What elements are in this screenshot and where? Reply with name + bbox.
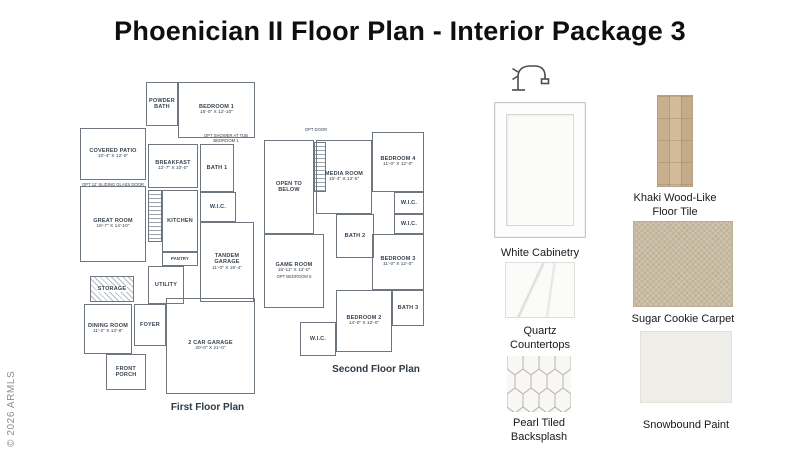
room-bedroom-3: BEDROOM 3 11'-0" X 12'-0"	[372, 234, 424, 290]
room-wic-b: W.I.C.	[394, 214, 424, 234]
room-dining-room: DINING ROOM 11'-2" X 13'-8"	[84, 304, 132, 354]
snowbound-paint-swatch	[640, 331, 732, 403]
note-sliding-glass-door: OPT 12' SLIDING GLASS DOOR	[82, 182, 144, 187]
room-storage: STORAGE	[90, 276, 134, 302]
room-bath-1: BATH 1	[200, 144, 234, 192]
room-great-room: GREAT ROOM 19'-7" X 14'-10"	[80, 186, 146, 262]
room-front-porch: FRONT PORCH	[106, 354, 146, 390]
room-tandem-garage: TANDEM GARAGE 11'-0" X 19'-4"	[200, 222, 254, 302]
quartz-countertop-label: Quartz Countertops	[510, 325, 570, 352]
page-title: Phoenician II Floor Plan - Interior Pack…	[114, 16, 686, 46]
quartz-countertop-swatch	[505, 262, 575, 318]
room-pantry: PANTRY	[162, 252, 198, 266]
room-kitchen: KITCHEN	[162, 190, 198, 252]
room-bath-3: BATH 3	[392, 290, 424, 326]
cabinet-door-panel	[506, 114, 574, 226]
room-wic-first-floor: W.I.C.	[200, 192, 236, 222]
second-floor-caption: Second Floor Plan	[332, 364, 420, 375]
white-cabinetry-label: White Cabinetry	[500, 247, 580, 259]
sugar-cookie-carpet-label: Sugar Cookie Carpet	[631, 313, 735, 325]
room-bedroom-2: BEDROOM 2 14'-0" X 12'-0"	[336, 290, 392, 352]
room-wic-c: W.I.C.	[300, 322, 336, 356]
room-foyer: FOYER	[134, 304, 166, 346]
khaki-wood-tile-label: Khaki Wood-Like Floor Tile	[633, 192, 717, 219]
watermark: © 2026 ARMLS	[6, 370, 17, 447]
room-covered-patio: COVERED PATIO 10'-4" X 12'-0"	[80, 128, 146, 180]
room-powder-bath: POWDER BATH	[146, 82, 178, 126]
pearl-tile-swatch	[507, 356, 571, 412]
room-bedroom-1: BEDROOM 1 15'-0" X 12'-10"	[178, 82, 255, 138]
stairs-second-floor	[314, 142, 326, 192]
room-bedroom-4: BEDROOM 4 11'-0" X 12'-0"	[372, 132, 424, 192]
note-opt-door: OPT DOOR	[304, 127, 328, 132]
note-opt-shower: OPT SHOWER AT TUB BEDROOM 1	[204, 133, 248, 144]
pearl-backsplash-label: Pearl Tiled Backsplash	[510, 417, 568, 444]
room-breakfast: BREAKFAST 12'-7" X 10'-0"	[148, 144, 198, 188]
white-cabinetry-swatch	[494, 102, 586, 238]
room-wic-a: W.I.C.	[394, 192, 424, 214]
stairs-first-floor	[148, 190, 162, 242]
room-open-to-below: OPEN TO BELOW	[264, 140, 314, 234]
room-bath-2: BATH 2	[336, 214, 374, 258]
room-media-room: MEDIA ROOM 15'-4" X 12'-5"	[316, 140, 372, 214]
room-2-car-garage: 2 CAR GARAGE 20'-0" X 21'-0"	[166, 298, 255, 394]
snowbound-paint-label: Snowbound Paint	[642, 419, 730, 431]
room-game-room: GAME ROOM 15'-11" X 12'-0" OPT BEDROOM 5	[264, 234, 324, 308]
khaki-wood-tile-swatch	[657, 95, 693, 187]
sugar-cookie-carpet-swatch	[633, 221, 733, 307]
faucet-icon	[512, 65, 550, 91]
first-floor-caption: First Floor Plan	[170, 402, 245, 413]
